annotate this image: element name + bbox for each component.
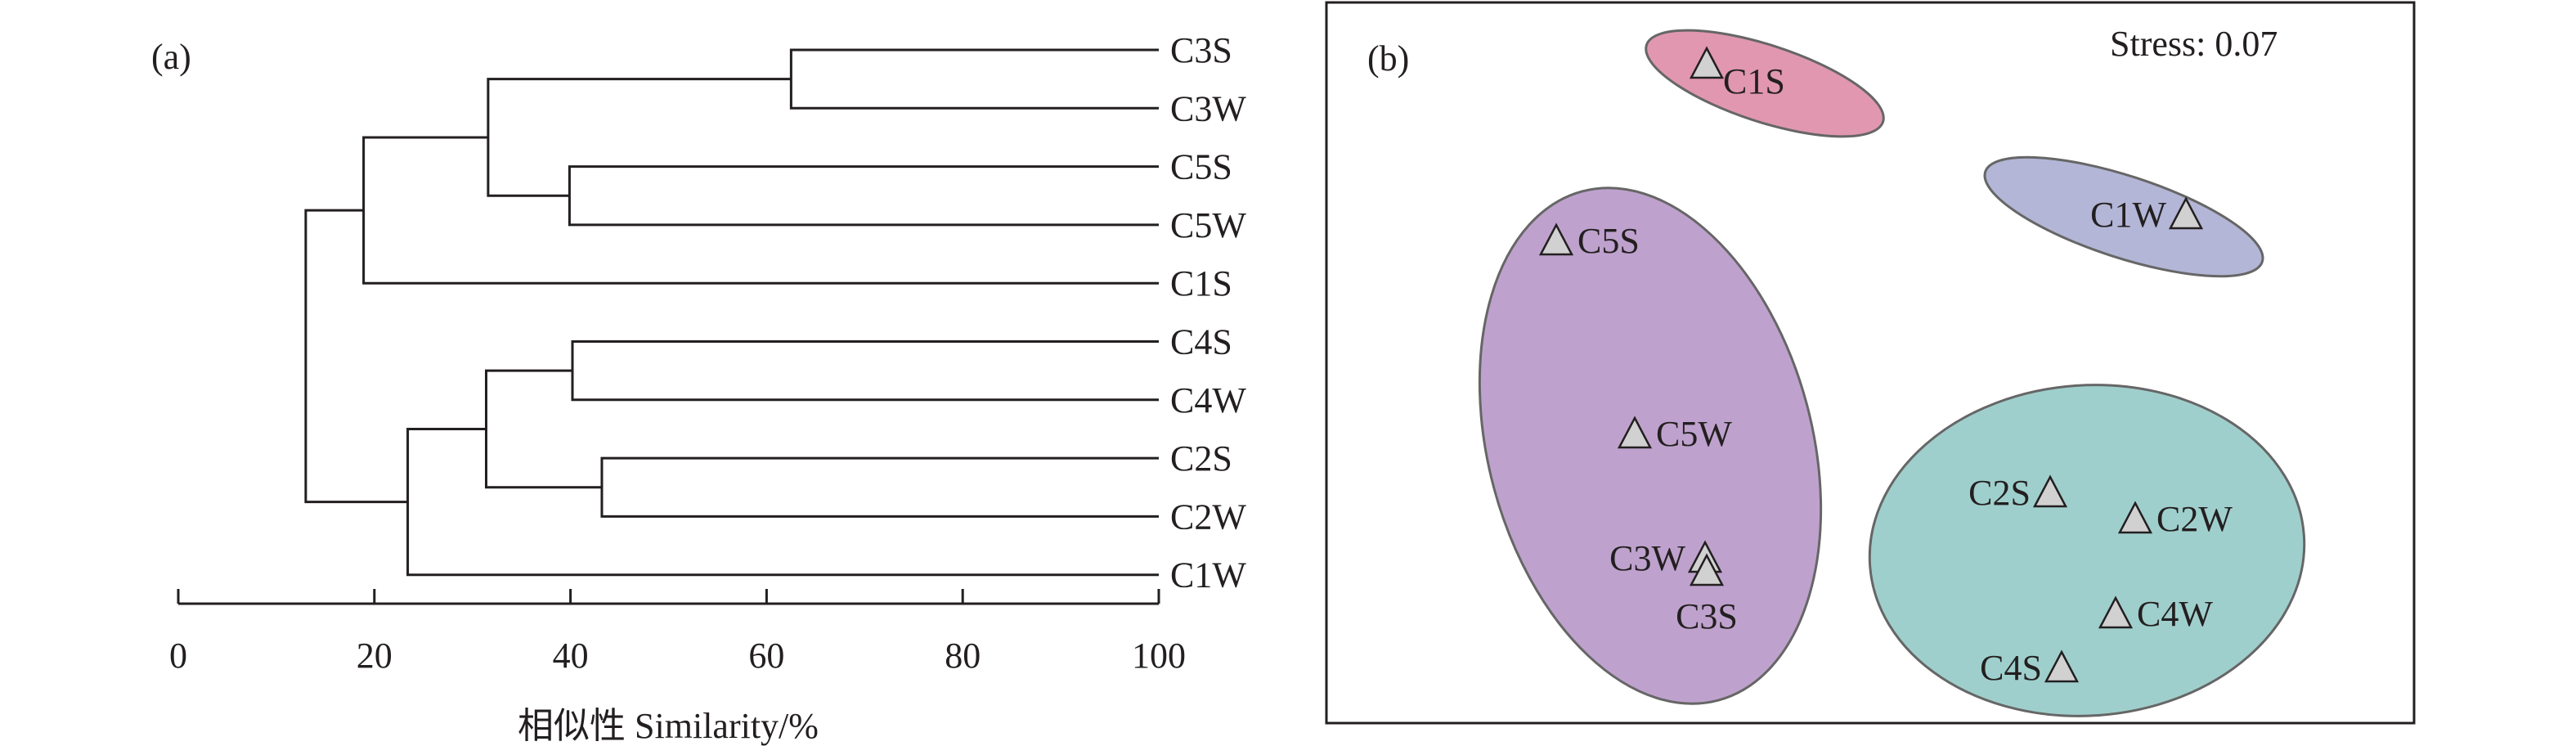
triangle-marker-c3s [1689, 553, 1725, 586]
triangle-marker-c2s [2032, 474, 2068, 508]
leaf-label-c2w: C2W [1170, 497, 1246, 537]
triangle-marker-c2w [2117, 501, 2153, 534]
leaf-label-c1w: C1W [1170, 555, 1246, 595]
leaf-label-c1s: C1S [1170, 263, 1232, 303]
dendrogram-branch [568, 165, 1159, 227]
dendrogram-branch [304, 209, 408, 504]
panel-label-b: (b) [1367, 38, 1409, 79]
point-label-c2w: C2W [2156, 499, 2233, 539]
group-ellipse-c1w [1983, 155, 2264, 278]
x-tick-label: 80 [945, 636, 981, 676]
triangle-marker-c1s [1689, 46, 1725, 79]
stress-annotation: Stress: 0.07 [2110, 24, 2278, 64]
point-label-c5w: C5W [1656, 414, 1732, 454]
triangle-marker-c4w [2098, 595, 2134, 629]
x-tick-label: 0 [169, 636, 187, 676]
dendrogram-branches [304, 48, 1159, 577]
dendrogram-branch [571, 340, 1159, 402]
point-label-c4s: C4S [1980, 648, 2042, 688]
point-label-c3s: C3S [1676, 596, 1738, 636]
triangle-marker-c5w [1617, 416, 1653, 449]
group-ellipse-c2-c4 [1868, 384, 2306, 717]
leaf-label-c5s: C5S [1170, 147, 1232, 187]
dendrogram-panel: (a) C3S C3W C5S C5W C1S C4S C4W C2S C2W C1W 0 20 40… [151, 30, 1246, 746]
x-axis-ticks: 0 20 40 60 80 100 [169, 589, 1186, 676]
leaf-label-c3s: C3S [1170, 30, 1232, 70]
dendrogram-branch [789, 48, 1159, 110]
nmds-panel: (b) Stress: 0.07 C1S C1W C5S C5W C3W C3S C2S C2… [1325, 1, 2416, 725]
leaf-label-c2s: C2S [1170, 438, 1232, 479]
leaf-labels: C3S C3W C5S C5W C1S C4S C4W C2S C2W C1W [1170, 30, 1246, 595]
point-label-c1s: C1S [1723, 61, 1785, 101]
point-label-c3w: C3W [1609, 538, 1685, 578]
point-label-c1w: C1W [2090, 195, 2166, 235]
triangle-marker-c4s [2044, 649, 2080, 683]
panel-label-a: (a) [151, 37, 191, 77]
dendrogram-branch [362, 136, 1159, 285]
dendrogram-branch [487, 78, 792, 197]
x-axis-label: 相似性 Similarity/% [518, 706, 819, 746]
dendrogram-branch [406, 427, 1159, 577]
point-label-c5s: C5S [1577, 221, 1640, 261]
leaf-label-c4w: C4W [1170, 380, 1246, 420]
x-tick-label: 40 [553, 636, 589, 676]
x-tick-label: 100 [1132, 636, 1186, 676]
dendrogram-branch [600, 456, 1159, 518]
scatter-points: C1S C1W C5S C5W C3W C3S C2S C2W C4W C4S [1538, 46, 2233, 688]
leaf-label-c5w: C5W [1170, 205, 1246, 245]
triangle-marker-c5s [1538, 222, 1574, 256]
x-tick-label: 20 [357, 636, 393, 676]
dendrogram-branch [484, 369, 602, 489]
leaf-label-c4s: C4S [1170, 322, 1232, 362]
point-label-c2s: C2S [1968, 473, 2031, 513]
leaf-label-c3w: C3W [1170, 88, 1246, 128]
plot-frame [1325, 1, 2416, 725]
triangle-marker-c1w [2168, 196, 2204, 230]
x-tick-label: 60 [748, 636, 784, 676]
point-label-c4w: C4W [2137, 594, 2213, 634]
